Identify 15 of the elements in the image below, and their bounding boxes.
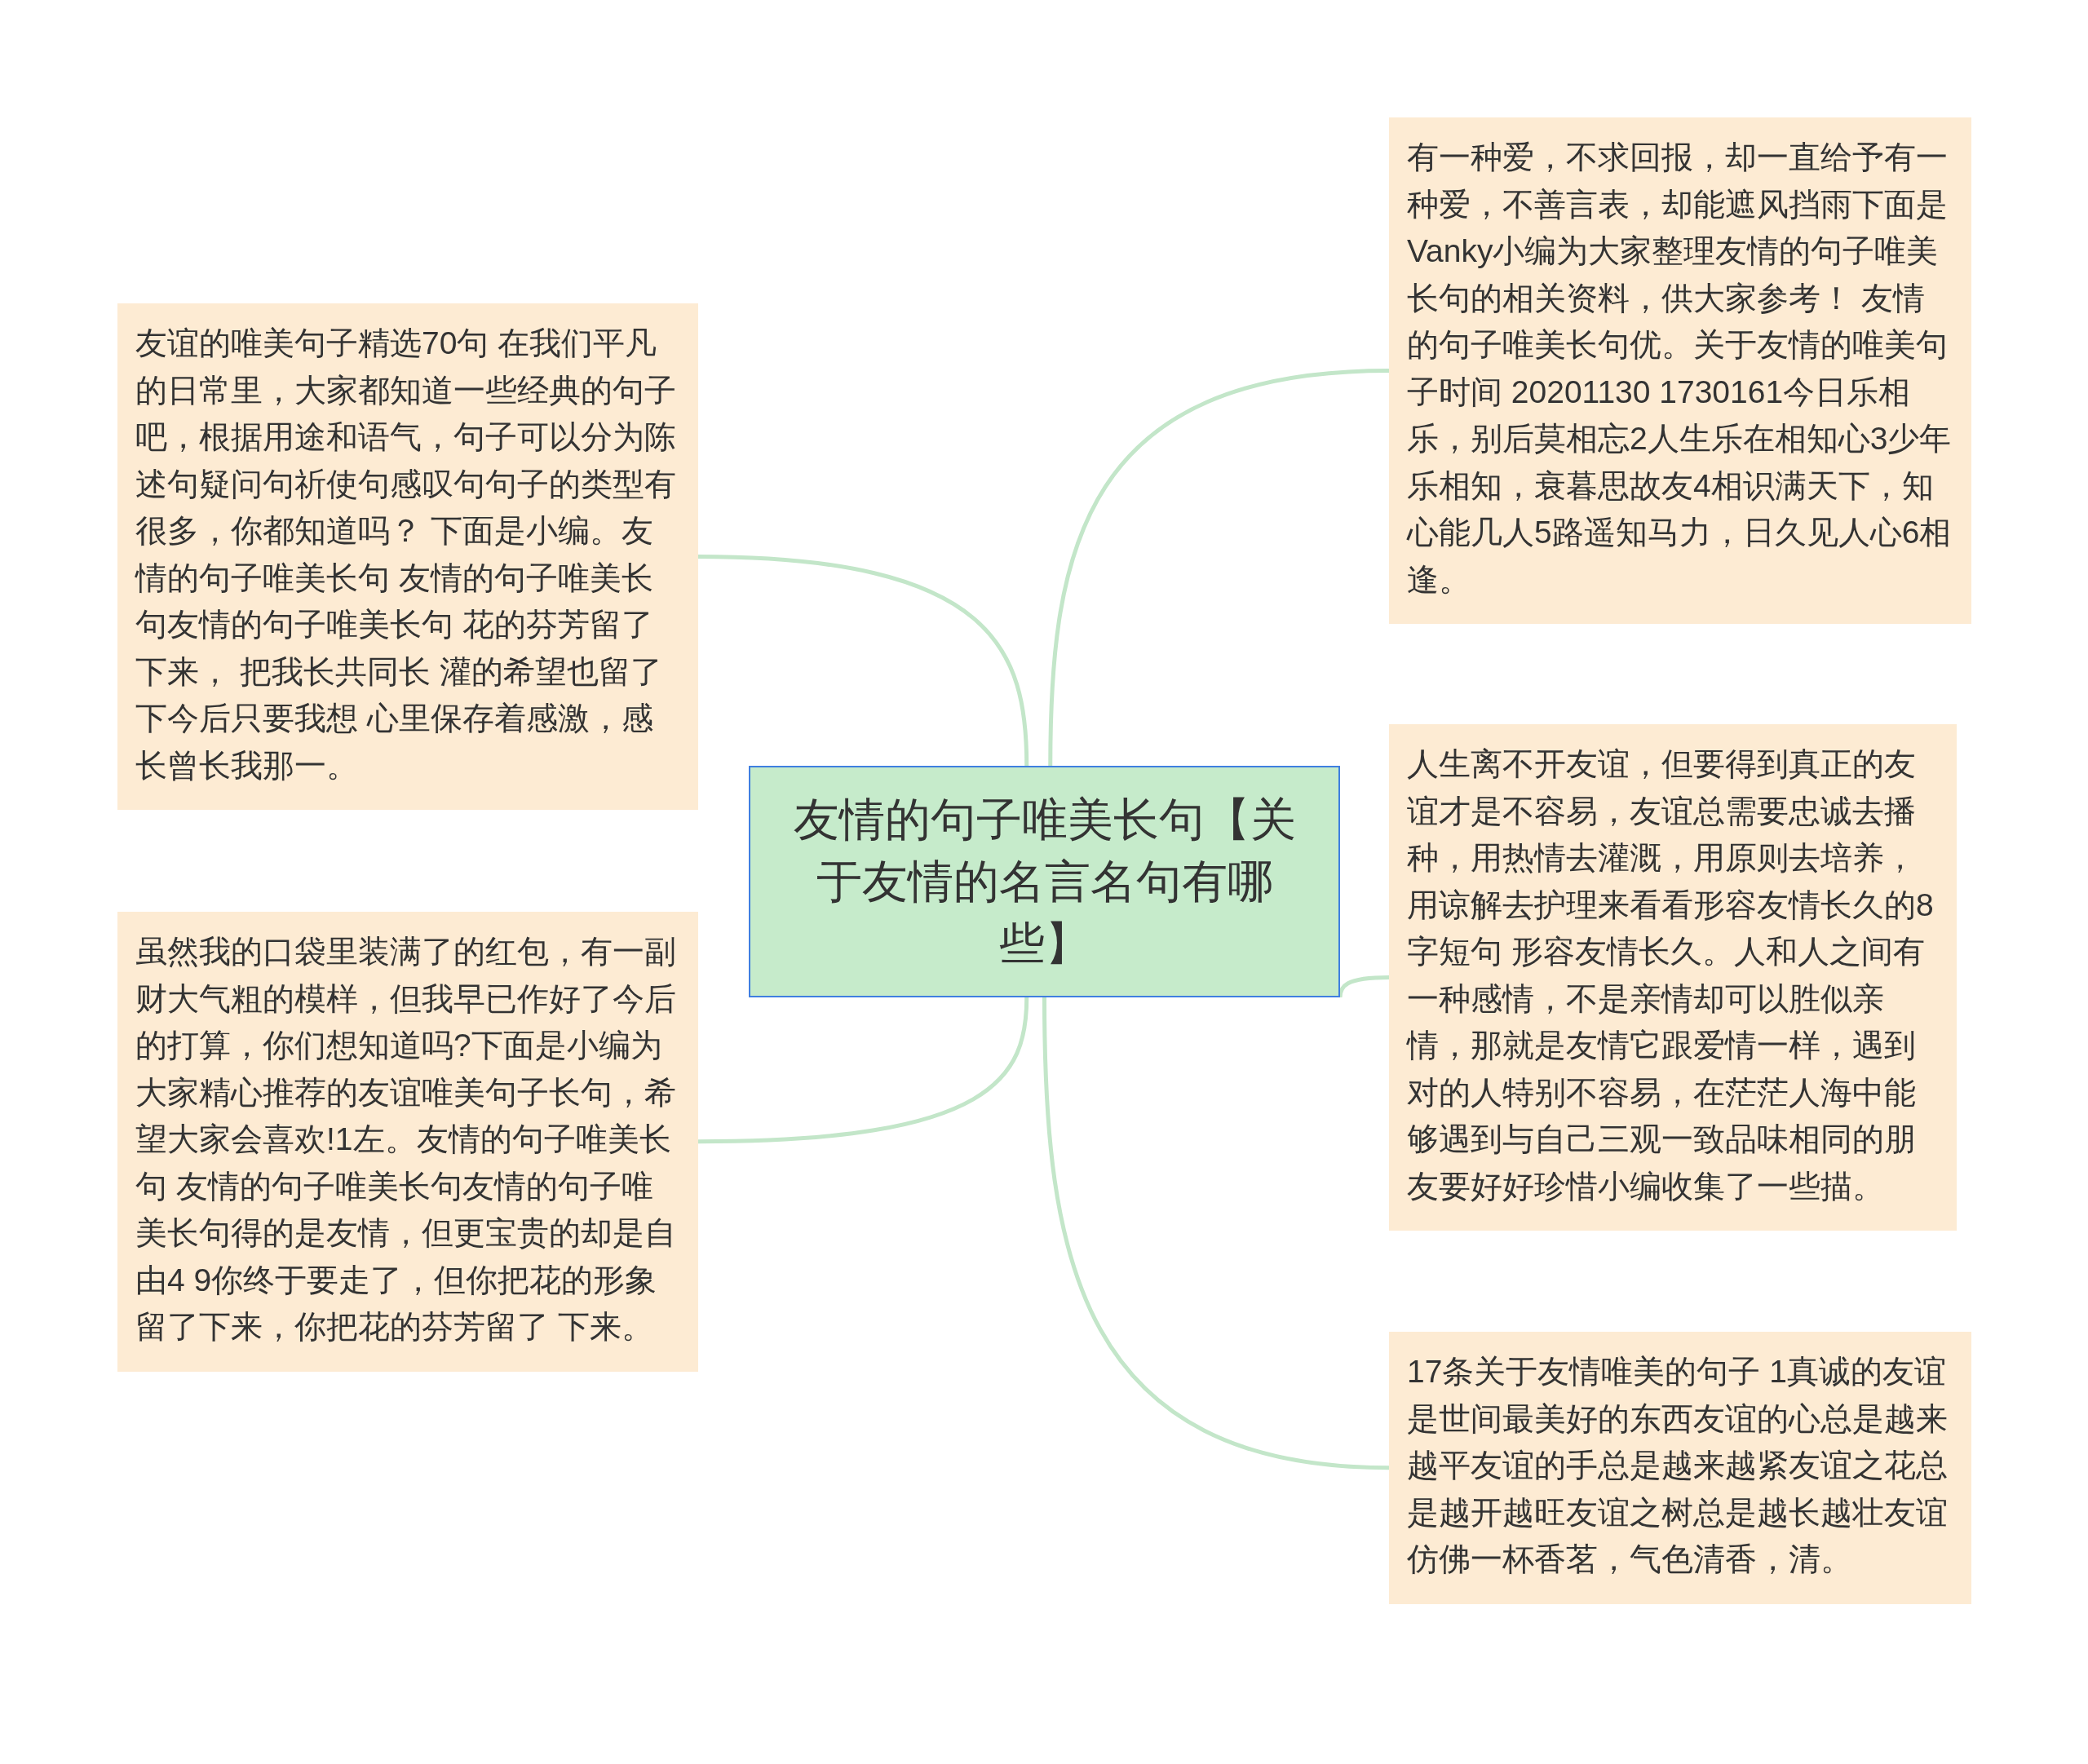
text-card <box>1389 1332 1971 1604</box>
connector-line <box>697 997 1029 1144</box>
connector-line <box>1042 997 1390 1470</box>
card-text: 人生离不开友谊，但要得到真正的友谊才是不容易，友谊总需要忠诚去播种，用热情去灌溉，用原则去培养，用谅解去护理来看看形容友情长久的8字短句 形容友情长久。人和人之间有一种感情，不是亲情却可以胜似亲情，那就是友情它跟爱情一样，遇到对的人特别不容易，在茫茫人海中能够遇到与自己三观一致品味相同的朋友要好好珍惜小编收集了一些描。 <box>1407 745 1935 1205</box>
topic-text: 友情的句子唯美长句【关于友情的名言名句有哪些】 <box>792 793 1297 970</box>
connector-line <box>697 555 1029 767</box>
text-card <box>117 912 698 1372</box>
card-text: 友谊的唯美句子精选70句 在我们平凡的日常里，大家都知道一些经典的句子吧，根据用途和语气，句子可以分为陈述句疑问句祈使句感叹句句子的类型有很多，你都知道吗？ 下面是小编。友情的句子唯美长句 友情的句子唯美长句友情的句子唯美长句 花的芬芳留了下来， 把我长共同长 灌的希望也留了下今后只要我想 心里保存着感激，感长曾长我那一。 <box>135 325 677 785</box>
card-text: 虽然我的口袋里装满了的红包，有一副财大气粗的模样，但我早已作好了今后的打算，你们想知道吗?下面是小编为大家精心推荐的友谊唯美句子长句，希望大家会喜欢!1左。友情的句子唯美长句 友情的句子唯美长句友情的句子唯美长句得的是友情，但更宝贵的却是自由4 9你终于要走了，但你把花的形象留了下来，你把花的芬芳留了 下来。 <box>135 933 677 1346</box>
connector-line <box>1048 369 1390 767</box>
topic-box <box>749 766 1340 997</box>
card-text: 有一种爱，不求回报，却一直给予有一种爱，不善言表，却能遮风挡雨下面是Vanky小编为大家整理友情的句子唯美长句的相关资料，供大家参考！ 友情的句子唯美长句优。关于友情的唯美句子时间 20201130 1730161今日乐相乐，别后莫相忘2人生乐在相知心3少年乐相知，衰暮思故友4相识满天下，知心能几人5路遥知马力，日久见人心6相逢。 <box>1407 139 1953 599</box>
card-text: 17条关于友情唯美的句子 1真诚的友谊是世间最美好的东西友谊的心总是越来越平友谊的手总是越来越紧友谊之花总是越开越旺友谊之树总是越长越壮友谊仿佛一杯香茗，气色清香，清。 <box>1407 1353 1949 1578</box>
text-card <box>1389 724 1957 1231</box>
text-card <box>117 303 698 810</box>
